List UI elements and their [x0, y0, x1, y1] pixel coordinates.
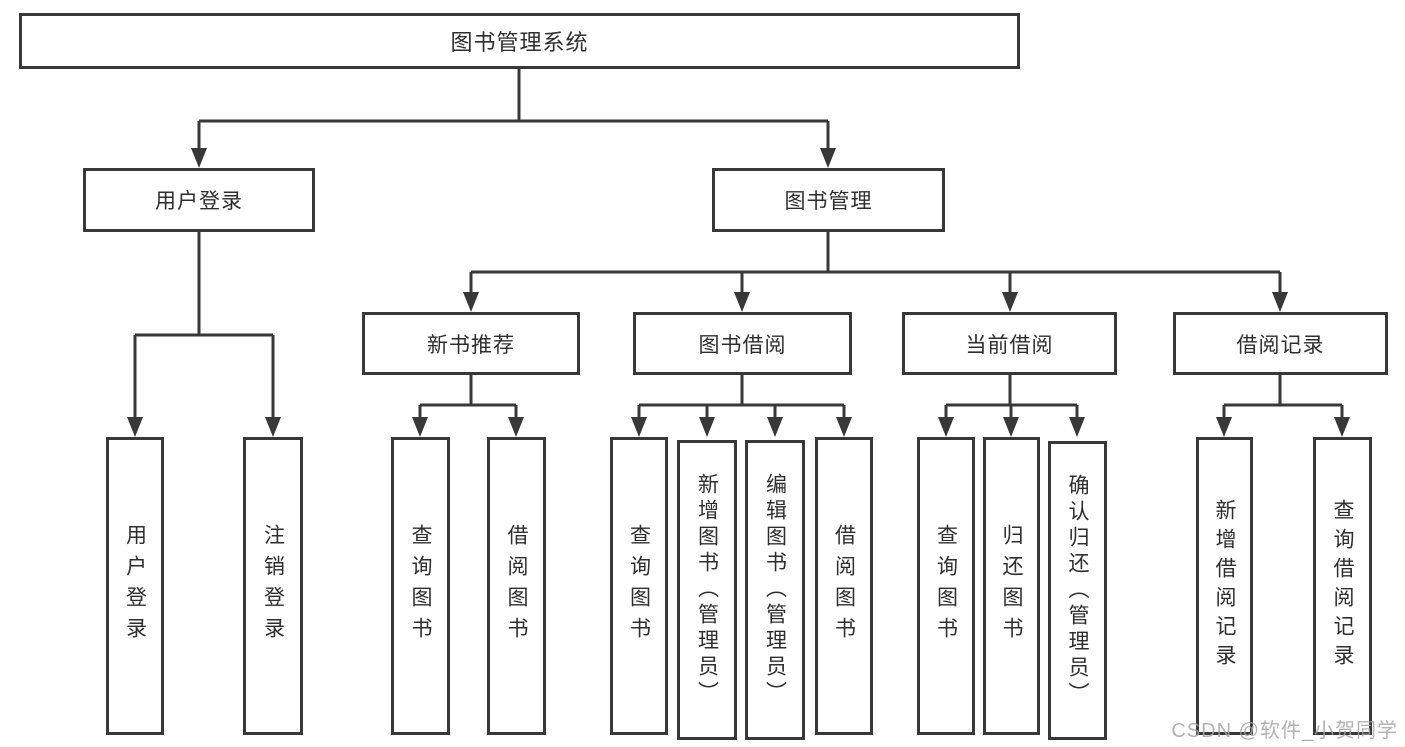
node-records-add-record-label: 新增借阅记录: [1213, 499, 1236, 673]
node-book-borrow: 图书借阅: [633, 312, 852, 375]
node-user-login-label: 用户登录: [155, 190, 243, 213]
node-root: 图书管理系统: [19, 13, 1020, 69]
node-user-login: 用户登录: [83, 168, 315, 232]
node-current-return-book: 归还图书: [983, 437, 1040, 735]
node-borrow-records: 借阅记录: [1173, 312, 1388, 375]
node-current-confirm-return-admin-label: 确认归还（管理员）: [1066, 473, 1089, 708]
node-logout-label: 注销登录: [261, 524, 285, 648]
csdn-watermark: CSDN @软件_小贺同学: [1171, 720, 1398, 742]
node-records-add-record: 新增借阅记录: [1196, 437, 1253, 735]
node-borrow-edit-book-admin: 编辑图书（管理员）: [745, 440, 805, 740]
node-user-login-action-label: 用户登录: [123, 524, 147, 648]
node-borrow-records-label: 借阅记录: [1236, 333, 1325, 357]
node-book-management: 图书管理: [712, 168, 945, 232]
node-new-book-recommend: 新书推荐: [362, 312, 580, 375]
node-root-label: 图书管理系统: [450, 30, 589, 55]
node-current-query-book: 查询图书: [917, 437, 975, 735]
node-records-query-record: 查询借阅记录: [1313, 437, 1372, 735]
node-user-login-action: 用户登录: [106, 437, 164, 735]
node-new-book-recommend-label: 新书推荐: [427, 333, 515, 357]
node-recommend-borrow-book: 借阅图书: [487, 437, 546, 735]
node-current-confirm-return-admin: 确认归还（管理员）: [1048, 441, 1107, 740]
node-borrow-borrow-book: 借阅图书: [815, 437, 873, 735]
node-borrow-query-book-label: 查询图书: [627, 524, 651, 648]
node-borrow-borrow-book-label: 借阅图书: [832, 524, 856, 648]
node-borrow-add-book-admin-label: 新增图书（管理员）: [695, 473, 719, 707]
node-recommend-query-book-label: 查询图书: [409, 524, 432, 648]
node-current-return-book-label: 归还图书: [1000, 524, 1023, 648]
node-borrow-edit-book-admin-label: 编辑图书（管理员）: [763, 473, 787, 707]
node-borrow-add-book-admin: 新增图书（管理员）: [677, 440, 737, 740]
node-current-borrow: 当前借阅: [902, 312, 1117, 375]
node-recommend-query-book: 查询图书: [391, 437, 450, 735]
node-borrow-query-book: 查询图书: [610, 437, 668, 735]
node-current-query-book-label: 查询图书: [934, 524, 958, 648]
node-book-borrow-label: 图书借阅: [698, 333, 787, 357]
node-recommend-borrow-book-label: 借阅图书: [505, 524, 528, 648]
node-current-borrow-label: 当前借阅: [965, 333, 1054, 357]
node-logout: 注销登录: [243, 437, 303, 735]
node-records-query-record-label: 查询借阅记录: [1331, 499, 1354, 673]
node-book-management-label: 图书管理: [784, 190, 873, 213]
